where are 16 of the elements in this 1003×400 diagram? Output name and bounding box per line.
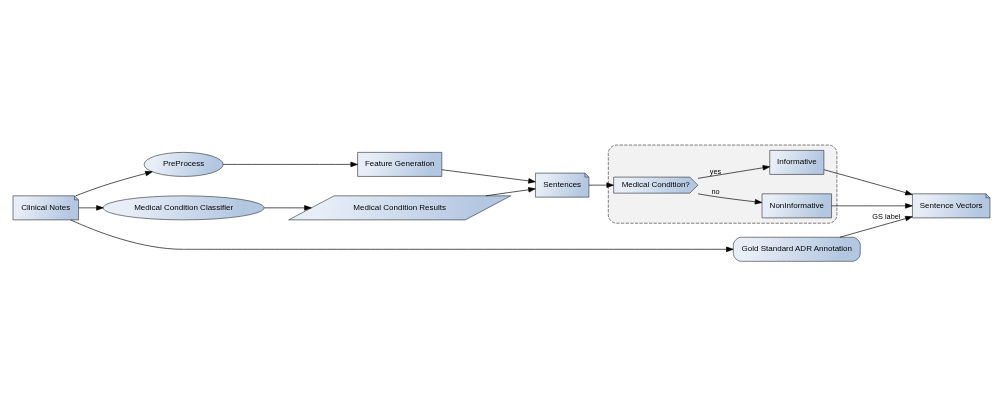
arrow [441, 168, 536, 184]
edge-label: GS label [872, 211, 901, 221]
arrow [839, 215, 913, 238]
arrow [263, 204, 312, 211]
arrow [831, 202, 913, 209]
arrow [485, 186, 536, 196]
arrow [588, 181, 614, 188]
edge-label: no [711, 186, 720, 196]
arrow [697, 164, 771, 179]
arrow [823, 168, 913, 195]
arrow [70, 219, 734, 252]
arrow [78, 204, 104, 211]
arrow [75, 170, 153, 196]
arrow [697, 192, 763, 204]
edge-label: yes [709, 166, 722, 176]
arrow [222, 161, 358, 167]
